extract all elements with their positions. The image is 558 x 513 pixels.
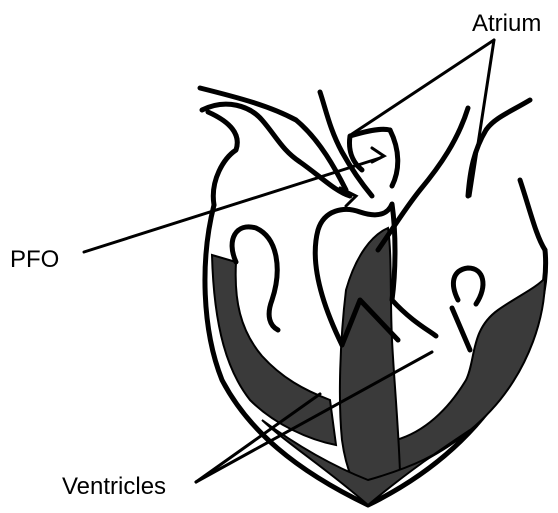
pfo-label: PFO (10, 248, 59, 272)
atrium-wall-left (350, 129, 391, 170)
septum (340, 228, 400, 505)
atrium-wall-right (390, 130, 398, 186)
atrium-leader-2 (470, 40, 494, 196)
ventricles-label: Ventricles (62, 475, 166, 499)
vessel-right-side (520, 180, 545, 250)
atrium-label: Atrium (472, 12, 541, 36)
right-ventricle-wall (396, 278, 545, 472)
atrium-leader-1 (352, 40, 494, 134)
